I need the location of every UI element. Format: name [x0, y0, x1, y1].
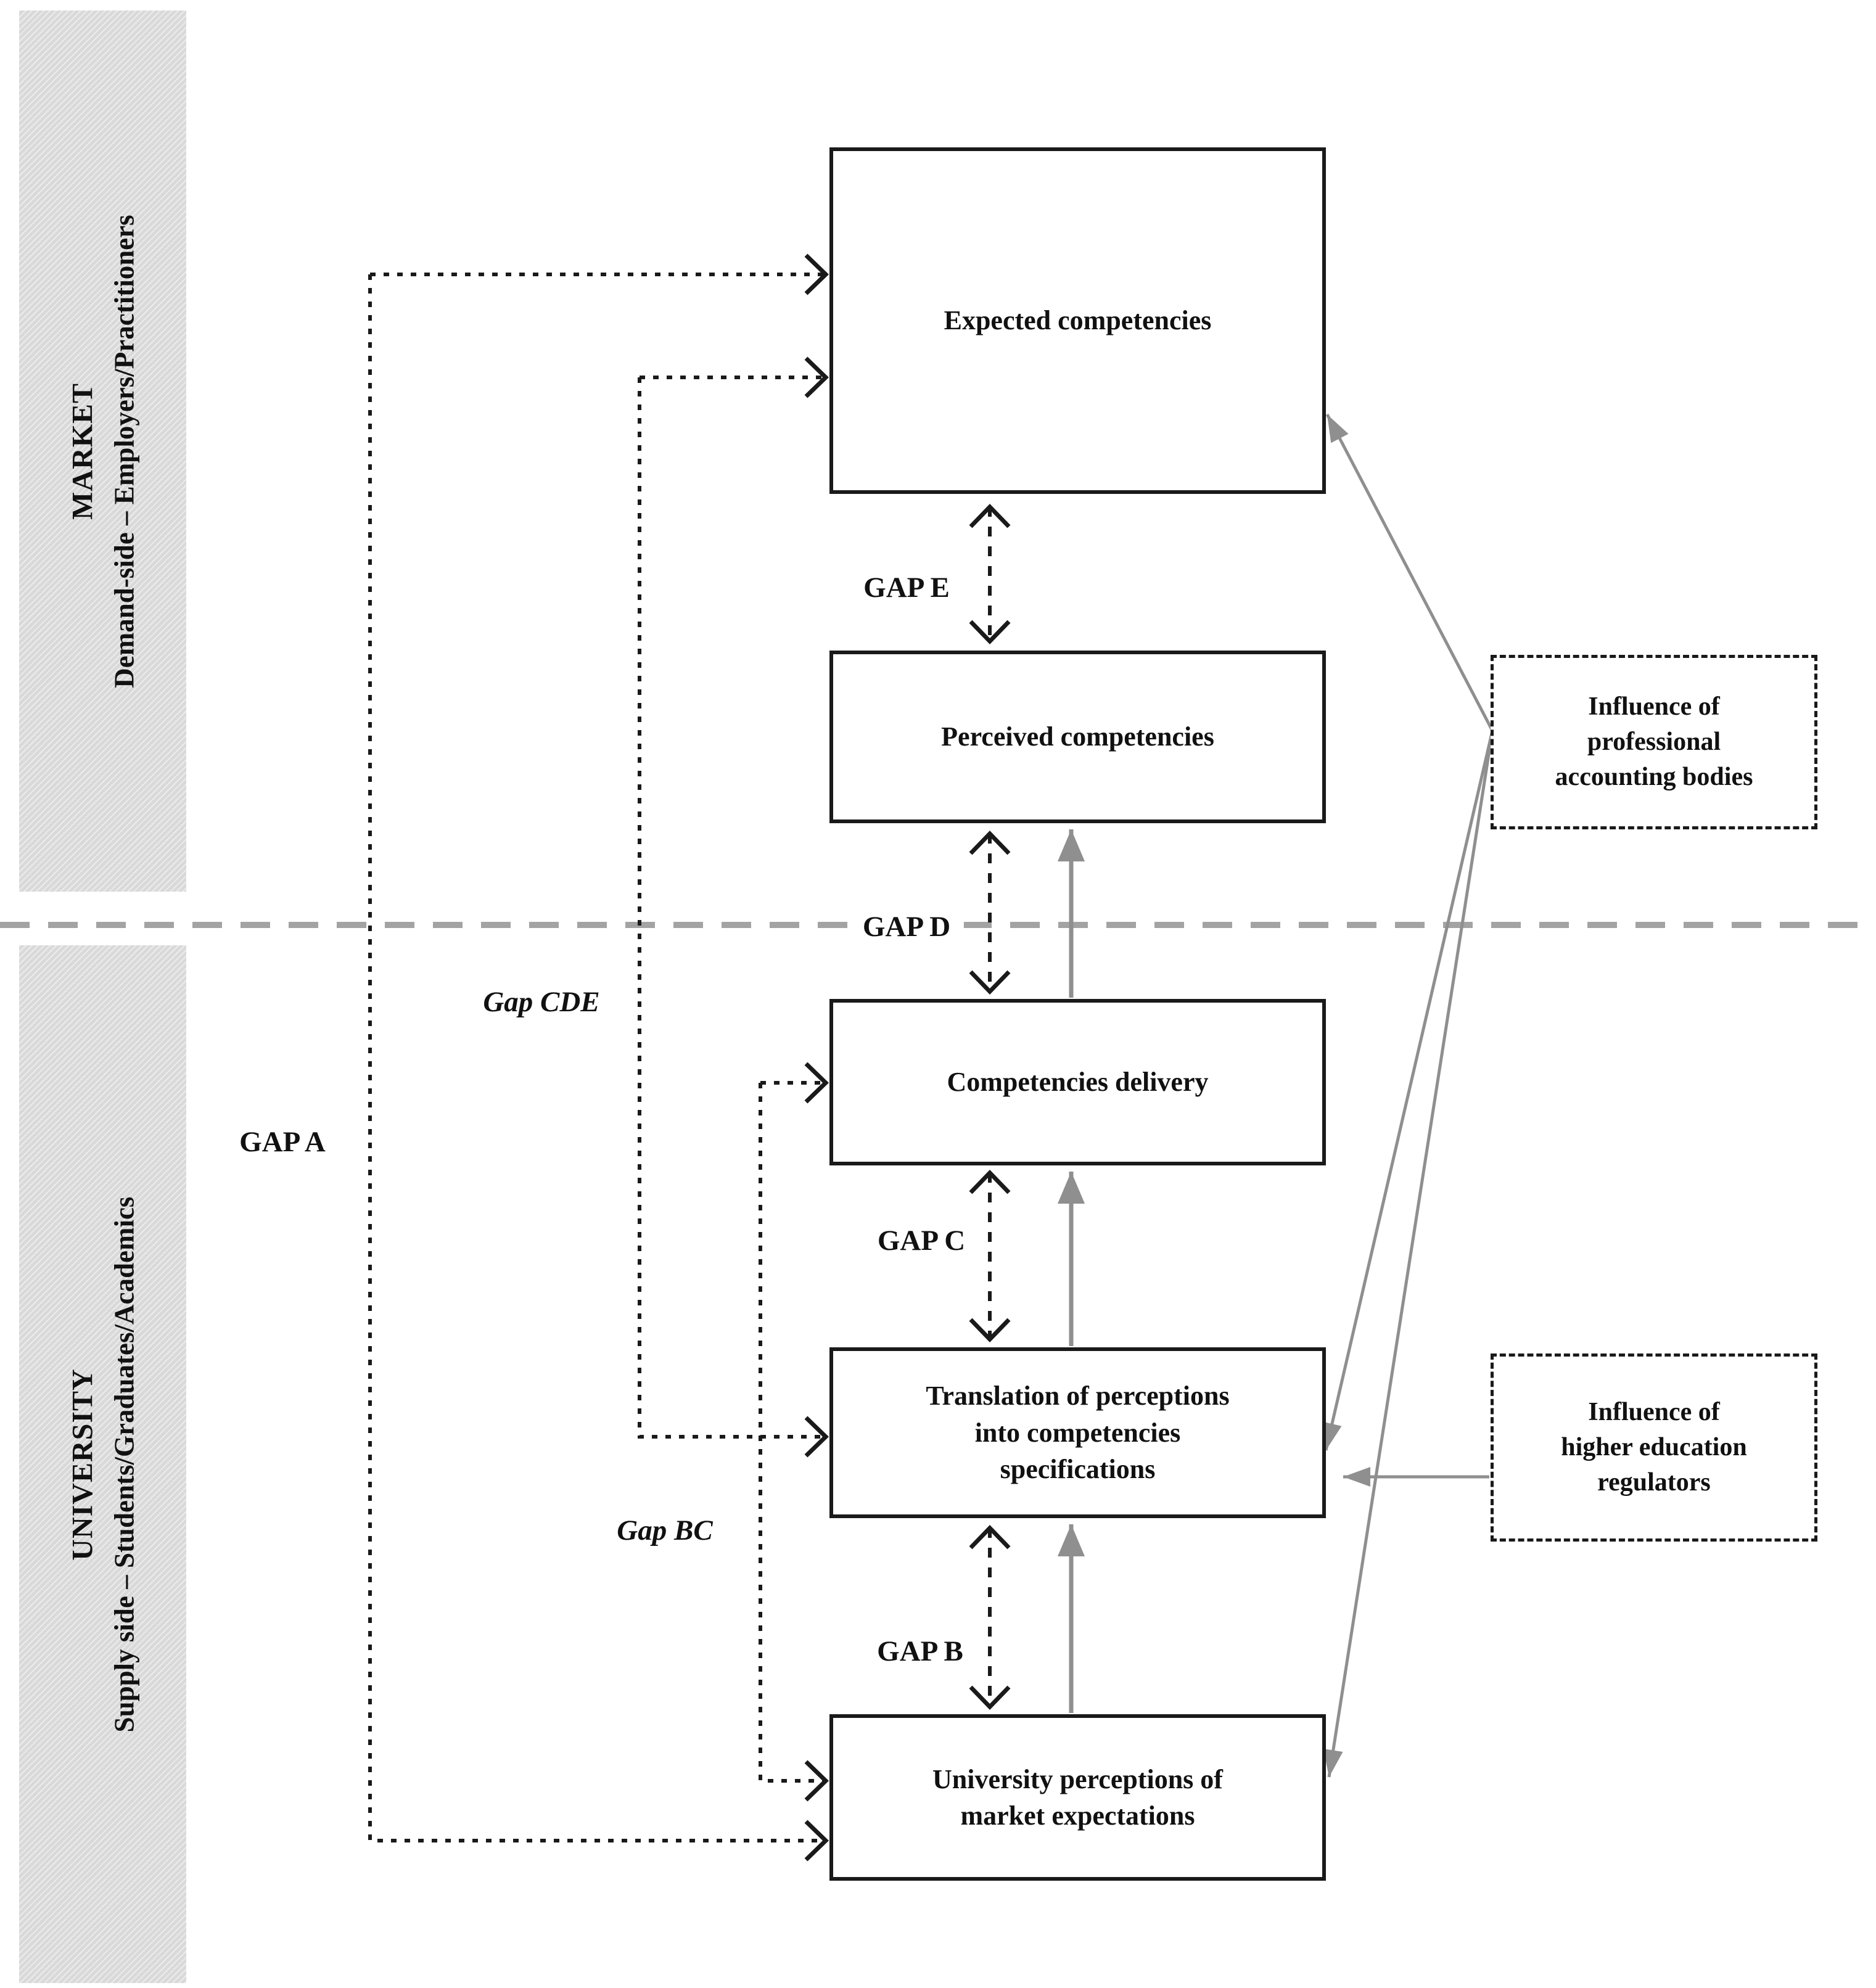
higher-ed-regulators-box: Influence of higher education regulators: [1491, 1353, 1817, 1542]
influence-line-to-expected: [1325, 413, 1494, 732]
competencies-delivery-label: Competencies delivery: [947, 1067, 1209, 1098]
university-sidebar-content: UNIVERSITY Supply side – Students/Gradua…: [19, 945, 186, 1983]
higher-ed-regulators-label: Influence of higher education regulators: [1561, 1398, 1747, 1497]
influence-line-to-university-perceptions: [1323, 730, 1494, 1778]
gap-c-label: GAP C: [877, 1225, 966, 1257]
expected-competencies-label: Expected competencies: [944, 305, 1212, 336]
gap-e-label: GAP E: [863, 572, 950, 604]
market-subtitle: Demand-side – Employers/Practitioners: [109, 214, 139, 688]
competencies-delivery-box: Competencies delivery: [829, 999, 1326, 1165]
market-sidebar-content: MARKET Demand-side – Employers/Practitio…: [19, 10, 186, 892]
gap-cde-label: Gap CDE: [483, 986, 600, 1018]
translation-perceptions-label: Translation of perceptions into competen…: [926, 1381, 1230, 1485]
gap-b-label: GAP B: [877, 1635, 963, 1667]
university-sidebar: UNIVERSITY Supply side – Students/Gradua…: [19, 945, 186, 1983]
professional-bodies-label: Influence of professional accounting bod…: [1555, 692, 1753, 791]
professional-bodies-box: Influence of professional accounting bod…: [1491, 655, 1817, 829]
gap-a-label: GAP A: [239, 1126, 326, 1158]
gap-d-label: GAP D: [849, 908, 965, 946]
market-sidebar: MARKET Demand-side – Employers/Practitio…: [19, 10, 186, 892]
translation-perceptions-box: Translation of perceptions into competen…: [829, 1347, 1326, 1518]
university-perceptions-box: University perceptions of market expecta…: [829, 1714, 1326, 1881]
university-perceptions-label: University perceptions of market expecta…: [932, 1764, 1223, 1831]
university-subtitle: Supply side – Students/Graduates/Academi…: [109, 1196, 139, 1732]
university-title: UNIVERSITY: [66, 1368, 99, 1561]
gap-a-connector-bottom: [368, 274, 829, 1862]
gap-bc-connector-bottom: [759, 1083, 829, 1802]
perceived-competencies-label: Perceived competencies: [941, 721, 1214, 752]
gap-bc-label: Gap BC: [617, 1514, 713, 1546]
expected-competencies-box: Expected competencies: [829, 147, 1326, 494]
market-title: MARKET: [66, 382, 99, 520]
influence-line-to-translation: [1322, 730, 1494, 1451]
gap-cde-connector-bottom: [638, 377, 829, 1458]
perceived-competencies-box: Perceived competencies: [829, 651, 1326, 823]
